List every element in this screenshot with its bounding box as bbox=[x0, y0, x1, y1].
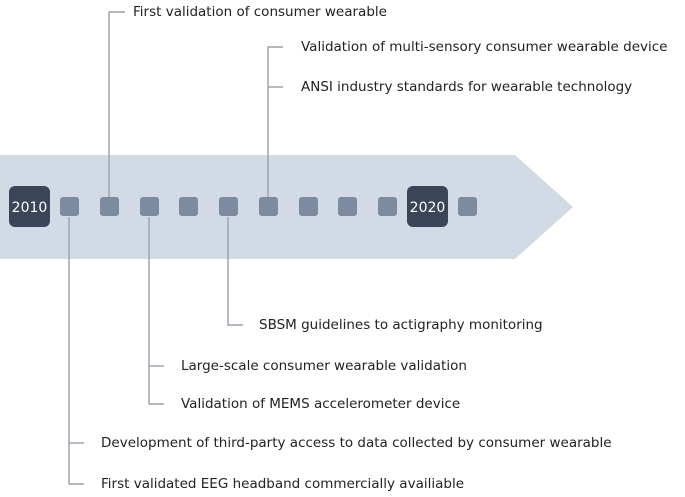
year-start-label: 2010 bbox=[12, 200, 48, 216]
connector-first-validation bbox=[108, 11, 125, 197]
event-label-third-party: Development of third-party access to dat… bbox=[101, 435, 612, 451]
year-marker bbox=[378, 197, 397, 216]
timeline-arrow bbox=[0, 155, 573, 259]
event-label-ansi: ANSI industry standards for wearable tec… bbox=[301, 79, 633, 95]
connector-mems bbox=[148, 217, 164, 405]
event-label-eeg: First validated EEG headband commerciall… bbox=[101, 476, 464, 492]
connector-eeg bbox=[68, 217, 84, 485]
year-marker bbox=[259, 197, 278, 216]
year-marker bbox=[299, 197, 318, 216]
year-marker bbox=[219, 197, 238, 216]
connector-multisensory bbox=[267, 46, 283, 197]
event-label-first-validation: First validation of consumer wearable bbox=[133, 4, 387, 20]
year-marker bbox=[179, 197, 198, 216]
year-marker bbox=[458, 197, 477, 216]
year-marker bbox=[338, 197, 357, 216]
year-marker bbox=[140, 197, 159, 216]
markers bbox=[60, 197, 477, 216]
event-label-mems: Validation of MEMS accelerometer device bbox=[181, 396, 461, 412]
event-label-sbsm: SBSM guidelines to actigraphy monitoring bbox=[259, 317, 543, 333]
event-label-multisensory: Validation of multi-sensory consumer wea… bbox=[301, 39, 668, 55]
year-box-start: 2010 bbox=[9, 186, 50, 227]
connector-sbsm bbox=[227, 217, 243, 326]
year-marker bbox=[100, 197, 119, 216]
year-marker bbox=[60, 197, 79, 216]
event-label-large-scale: Large-scale consumer wearable validation bbox=[181, 358, 467, 374]
connectors bbox=[68, 11, 283, 485]
year-box-end: 2020 bbox=[407, 186, 448, 227]
year-end-label: 2020 bbox=[410, 200, 446, 216]
